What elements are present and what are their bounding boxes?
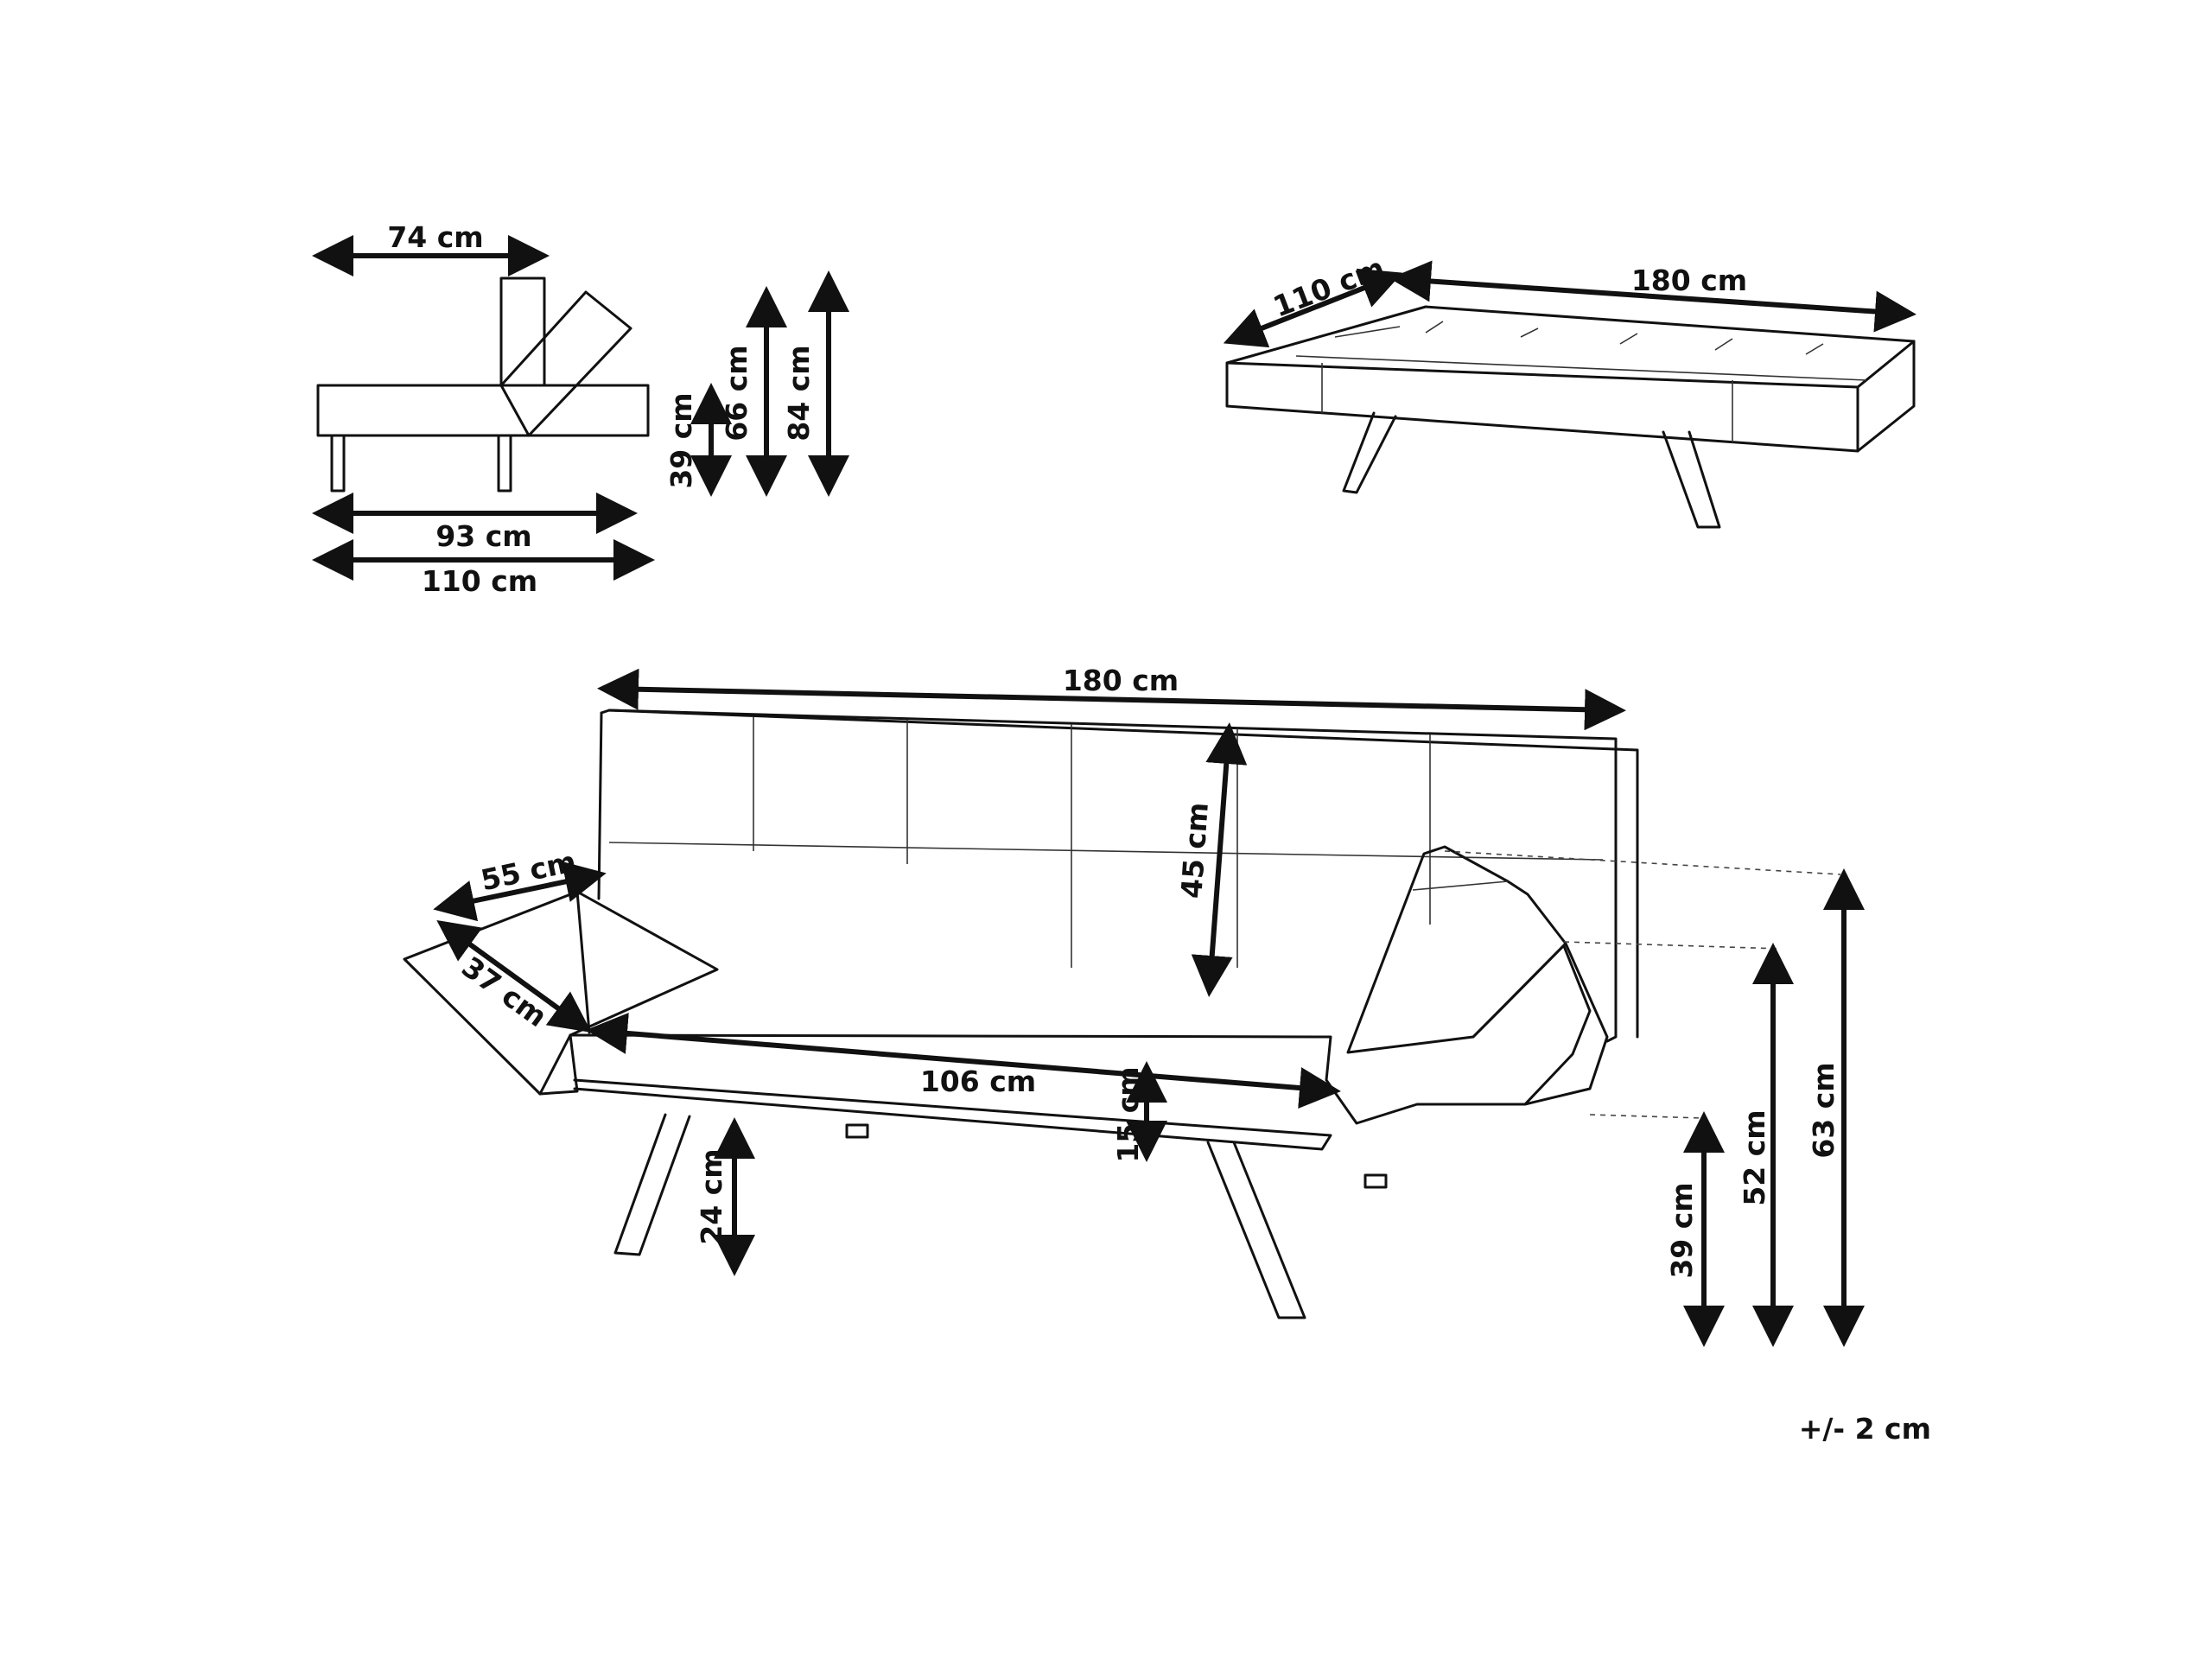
front-armrest-width-arrow xyxy=(436,919,592,1033)
bed-length-label: 180 cm xyxy=(1631,264,1747,297)
front-total-height-label: 63 cm xyxy=(1807,1062,1840,1158)
side-view: 74 cm 93 cm 110 cm 39 cm 66 cm 84 cm xyxy=(312,220,849,598)
bed-length-arrow xyxy=(1389,260,1916,333)
front-seat-thickness-label: 15 cm xyxy=(1111,1066,1145,1162)
front-leg-height-label: 24 cm xyxy=(695,1148,728,1244)
side-view-sofa-outline xyxy=(316,276,650,493)
front-seat-width-arrow xyxy=(586,1012,1341,1109)
side-total-height-label: 84 cm xyxy=(782,345,816,441)
front-backrest-height-arrow xyxy=(1191,722,1248,997)
armrest-height-guide-top xyxy=(1444,850,1841,875)
front-seat-height-label: 39 cm xyxy=(1665,1182,1699,1278)
side-seat-height-label: 39 cm xyxy=(664,392,698,488)
bed-depth-arrow xyxy=(1223,268,1403,348)
front-backrest-height-label: 45 cm xyxy=(1174,801,1215,899)
front-armrest-height-label: 52 cm xyxy=(1738,1109,1771,1205)
side-top-width-label: 74 cm xyxy=(387,220,483,254)
bed-depth-label: 110 cm xyxy=(1268,251,1389,324)
bed-view: 110 cm 180 cm xyxy=(1223,251,1916,529)
side-back-height-label: 66 cm xyxy=(720,345,753,441)
front-total-width-arrow xyxy=(597,668,1626,731)
front-seat-width-label: 106 cm xyxy=(920,1065,1036,1098)
front-view-sofa-outline xyxy=(403,709,1639,1319)
armrest-height-guide-low xyxy=(1589,1114,1703,1119)
side-total-depth-label: 110 cm xyxy=(422,564,537,598)
front-total-width-label: 180 cm xyxy=(1063,664,1179,697)
armrest-height-guide-mid xyxy=(1563,941,1781,950)
bed-view-sofa-outline xyxy=(1225,305,1916,529)
tolerance-note: +/- 2 cm xyxy=(1799,1412,1931,1446)
front-view: 180 cm 45 cm 55 cm 37 cm 106 cm 15 cm 24… xyxy=(403,664,1865,1347)
side-seat-depth-label: 93 cm xyxy=(435,519,531,553)
front-armrest-length-arrow xyxy=(433,861,607,922)
